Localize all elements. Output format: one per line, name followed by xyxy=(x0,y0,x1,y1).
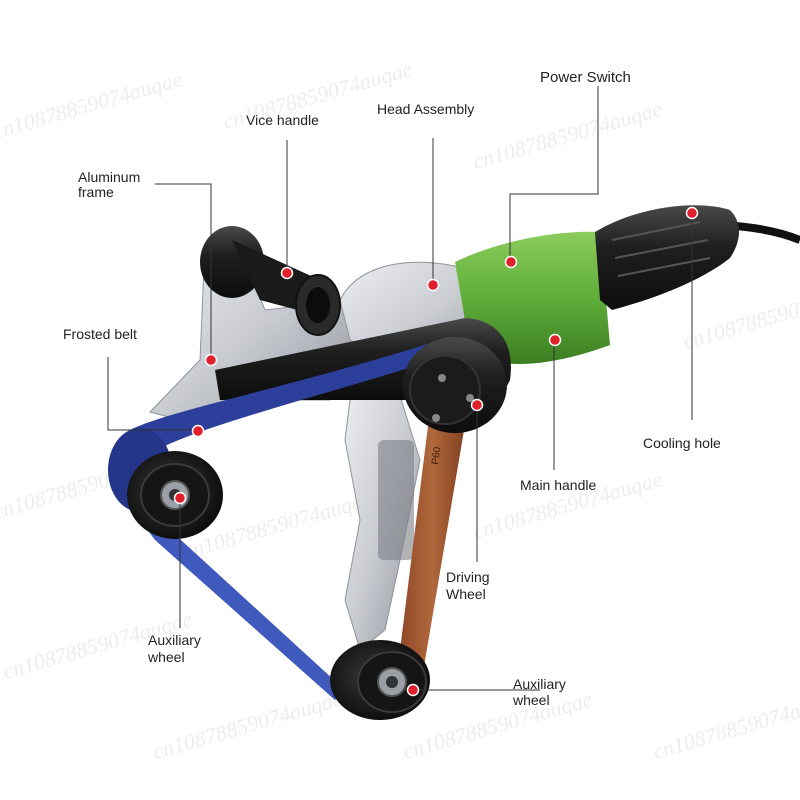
power-cord xyxy=(734,222,800,244)
leader-lines xyxy=(107,86,693,691)
label-aux-wheel-right-1: Auxiliary xyxy=(513,676,566,692)
label-driving-wheel-1: Driving xyxy=(446,569,490,585)
label-aluminum-frame-2: frame xyxy=(78,184,114,200)
label-cooling-hole: Cooling hole xyxy=(643,435,721,451)
label-head-assembly: Head Assembly xyxy=(377,101,475,117)
label-driving-wheel-2: Wheel xyxy=(446,586,486,602)
frosted-belt-bottom xyxy=(110,470,345,700)
callout-dot-icon xyxy=(426,278,440,292)
callout-dot-icon xyxy=(280,266,294,280)
label-aux-wheel-right-2: wheel xyxy=(513,692,550,708)
sanding-belt xyxy=(395,395,470,690)
grip-ridge xyxy=(611,221,701,241)
callout-dot-icon xyxy=(504,255,518,269)
frosted-belt-top xyxy=(130,340,450,460)
callout-dot-icon xyxy=(406,683,420,697)
vice-handle xyxy=(200,226,341,336)
label-main-handle: Main handle xyxy=(520,477,597,493)
svg-text:P60: P60 xyxy=(430,446,443,466)
callout-dot-icon xyxy=(685,206,699,220)
label-power-switch: Power Switch xyxy=(540,69,631,86)
arm-slot xyxy=(378,440,414,560)
callout-dot-icon xyxy=(204,353,218,367)
driving-wheel xyxy=(403,337,507,433)
aux-wheel-bottom xyxy=(330,640,430,720)
callout-dot-icon xyxy=(548,333,562,347)
callout-dot-icon xyxy=(470,398,484,412)
main-handle-body xyxy=(595,205,739,310)
label-aux-wheel-left-1: Auxiliary xyxy=(148,632,201,648)
label-aluminum-frame-1: Aluminum xyxy=(78,169,141,185)
label-vice-handle: Vice handle xyxy=(246,112,319,128)
label-frosted-belt: Frosted belt xyxy=(63,326,137,342)
grip-ridge xyxy=(617,257,711,277)
label-aux-wheel-left-2: wheel xyxy=(148,649,185,665)
callout-dot-icon xyxy=(191,424,205,438)
callout-dot-icon xyxy=(173,491,187,505)
